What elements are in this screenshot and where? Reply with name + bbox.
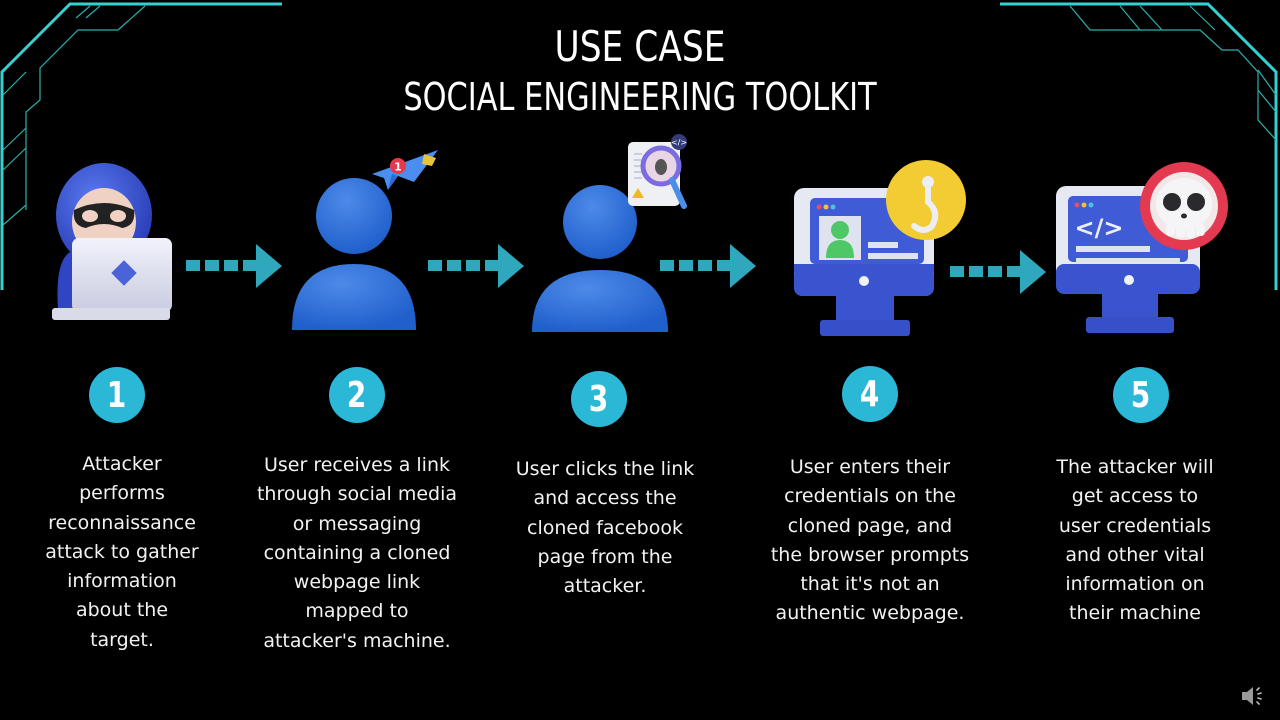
- title-block: USE CASE SOCIAL ENGINEERING TOOLKIT: [0, 22, 1280, 120]
- svg-text:</>: </>: [671, 138, 687, 147]
- flow-arrow-2-to-3: [428, 242, 524, 295]
- monitor-skull-icon: </>: [1056, 162, 1228, 333]
- monitor-phishing-hook-icon: [794, 160, 966, 336]
- step-5-illustration: </>: [1054, 162, 1232, 343]
- page-title: USE CASE: [554, 22, 726, 71]
- step-5-number-badge: 5: [1113, 367, 1169, 423]
- user-bug-scan-icon: </>: [532, 134, 687, 332]
- step-3-number-badge: 3: [571, 371, 627, 427]
- step-2-illustration: 1: [288, 146, 448, 341]
- step-1-illustration: [48, 160, 178, 330]
- step-1-number-badge: 1: [89, 367, 145, 423]
- hacker-laptop-icon: [52, 163, 172, 320]
- circuit-frame-left-decoration: [0, 2, 282, 290]
- flow-arrow-1-to-2: [186, 242, 282, 295]
- svg-text:</>: </>: [1075, 214, 1124, 242]
- circuit-frame-right-decoration: [1000, 2, 1278, 290]
- user-paper-plane-icon: 1: [292, 150, 438, 330]
- step-4-illustration: [792, 160, 972, 347]
- step-2-number-badge: 2: [329, 367, 385, 423]
- svg-text:1: 1: [394, 161, 402, 174]
- speaker-icon: [1242, 687, 1262, 705]
- step-4-number-badge: 4: [842, 366, 898, 422]
- audio-speaker-button[interactable]: [1240, 684, 1266, 713]
- flow-arrow-3-to-4: [660, 242, 756, 295]
- flow-arrow-4-to-5: [950, 248, 1046, 301]
- step-3-illustration: </>: [528, 134, 698, 339]
- page-subtitle: SOCIAL ENGINEERING TOOLKIT: [403, 75, 877, 119]
